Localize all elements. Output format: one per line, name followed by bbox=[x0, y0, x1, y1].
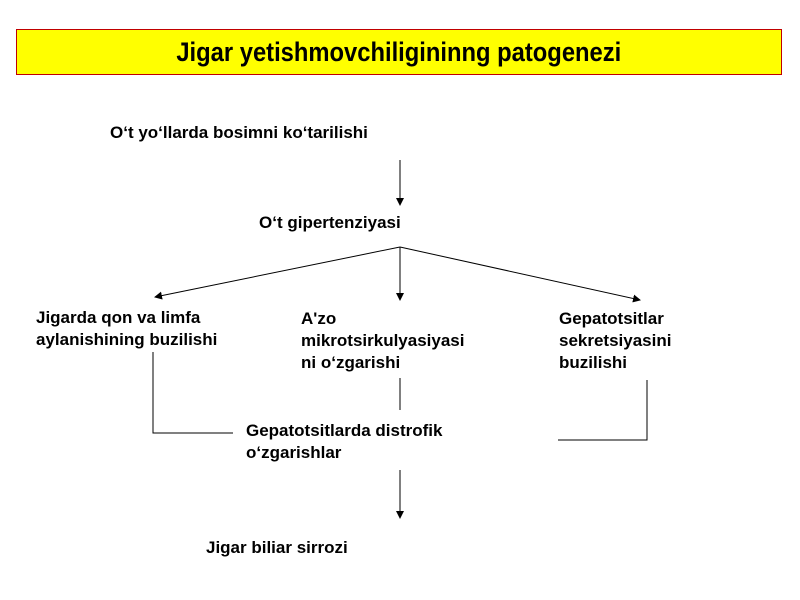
node-microcirculation-line-3: ni o‘zgarishi bbox=[301, 353, 401, 372]
edge-blood-lymph-to-dystrophic bbox=[152, 352, 233, 434]
node-microcirculation-line-1: A'zo bbox=[301, 309, 337, 328]
title-banner: Jigar yetishmovchiligininng patogenezi bbox=[16, 29, 782, 75]
edge-hypertension-to-blood-lymph bbox=[154, 246, 401, 300]
node-blood-lymph-line-1: Jigarda qon va limfa bbox=[36, 308, 201, 327]
node-blood-lymph-line-2: aylanishining buzilishi bbox=[36, 330, 218, 349]
edge-secretion-to-dystrophic bbox=[558, 380, 648, 441]
node-microcirculation: A'zo mikrotsirkulyasiyasi ni o‘zgarishi bbox=[301, 308, 464, 374]
slide-title: Jigar yetishmovchiligininng patogenezi bbox=[176, 36, 622, 67]
edge-hypertension-to-secretion bbox=[399, 246, 641, 303]
node-dystrophic: Gepatotsitlarda distrofik o‘zgarishlar bbox=[246, 420, 442, 464]
node-secretion: Gepatotsitlar sekretsiyasini buzilishi bbox=[559, 308, 671, 374]
node-dystrophic-line-1: Gepatotsitlarda distrofik bbox=[246, 421, 443, 440]
node-secretion-line-3: buzilishi bbox=[559, 353, 627, 372]
node-secretion-line-2: sekretsiyasini bbox=[559, 331, 672, 350]
node-blood-lymph: Jigarda qon va limfa aylanishining buzil… bbox=[36, 307, 217, 351]
node-microcirculation-line-2: mikrotsirkulyasiyasi bbox=[301, 331, 465, 350]
node-cirrhosis: Jigar biliar sirrozi bbox=[206, 538, 348, 557]
node-dystrophic-line-2: o‘zgarishlar bbox=[246, 443, 342, 462]
node-bile-hypertension: O‘t gipertenziyasi bbox=[259, 213, 401, 232]
node-bile-duct-pressure: O‘t yo‘llarda bosimni ko‘tarilishi bbox=[110, 123, 368, 142]
node-secretion-line-1: Gepatotsitlar bbox=[559, 309, 664, 328]
